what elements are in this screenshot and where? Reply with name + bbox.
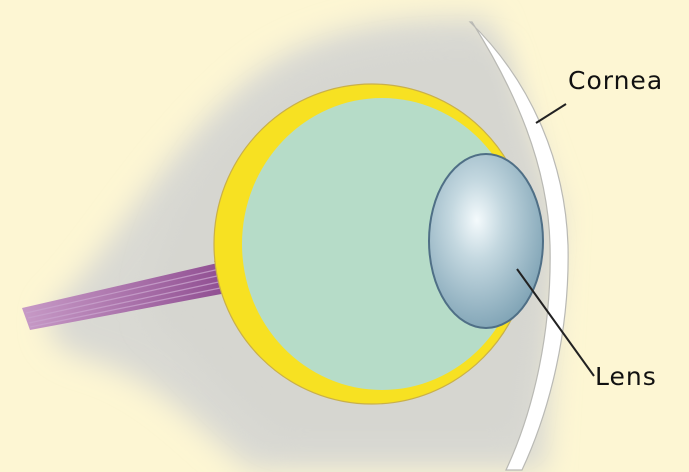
lens-label: Lens — [595, 364, 657, 389]
cornea-label: Cornea — [568, 68, 663, 93]
lens — [429, 154, 543, 328]
cornea-leader-line — [536, 104, 566, 123]
